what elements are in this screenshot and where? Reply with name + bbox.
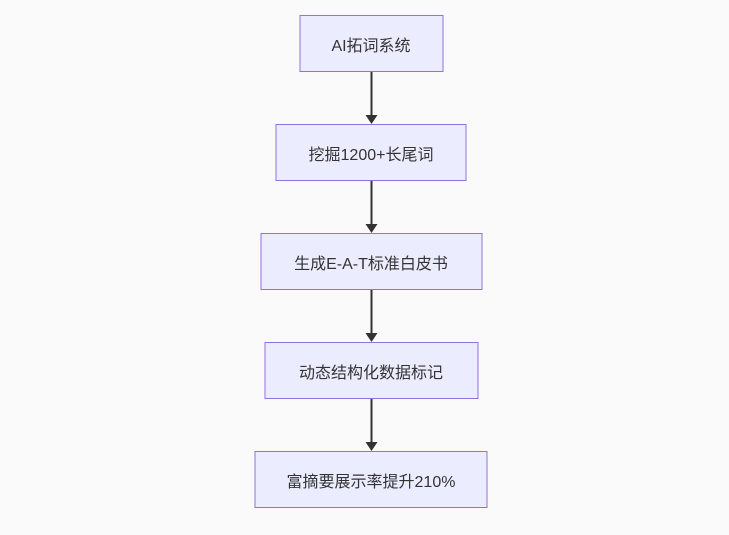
edge-line [370, 72, 372, 115]
flow-node-label: 动态结构化数据标记 [298, 364, 443, 382]
arrowhead-down-icon [365, 442, 377, 451]
flow-node-label: AI拓词系统 [331, 37, 411, 55]
edge-line [370, 290, 372, 333]
edge-line [370, 181, 372, 224]
flow-node-rich-snippet-result: 富摘要展示率提升210% [254, 451, 488, 508]
flow-node-eat-whitepaper: 生成E-A-T标准白皮书 [260, 233, 482, 290]
flow-node-longtail-words: 挖掘1200+长尾词 [275, 124, 467, 181]
flow-edge-3 [365, 290, 377, 342]
flow-node-label: 生成E-A-T标准白皮书 [294, 255, 448, 273]
flow-edge-2 [365, 181, 377, 233]
arrowhead-down-icon [365, 224, 377, 233]
arrowhead-down-icon [365, 333, 377, 342]
flow-node-label: 富摘要展示率提升210% [286, 473, 456, 491]
flowchart: AI拓词系统 挖掘1200+长尾词 生成E-A-T标准白皮书 动态结构化数据标记 [254, 15, 488, 508]
flow-node-ai-word-system: AI拓词系统 [299, 15, 443, 72]
flow-node-structured-data: 动态结构化数据标记 [264, 342, 478, 399]
flow-edge-1 [365, 72, 377, 124]
arrowhead-down-icon [365, 115, 377, 124]
flow-edge-4 [365, 399, 377, 451]
flow-node-label: 挖掘1200+长尾词 [308, 146, 434, 164]
edge-line [370, 399, 372, 442]
